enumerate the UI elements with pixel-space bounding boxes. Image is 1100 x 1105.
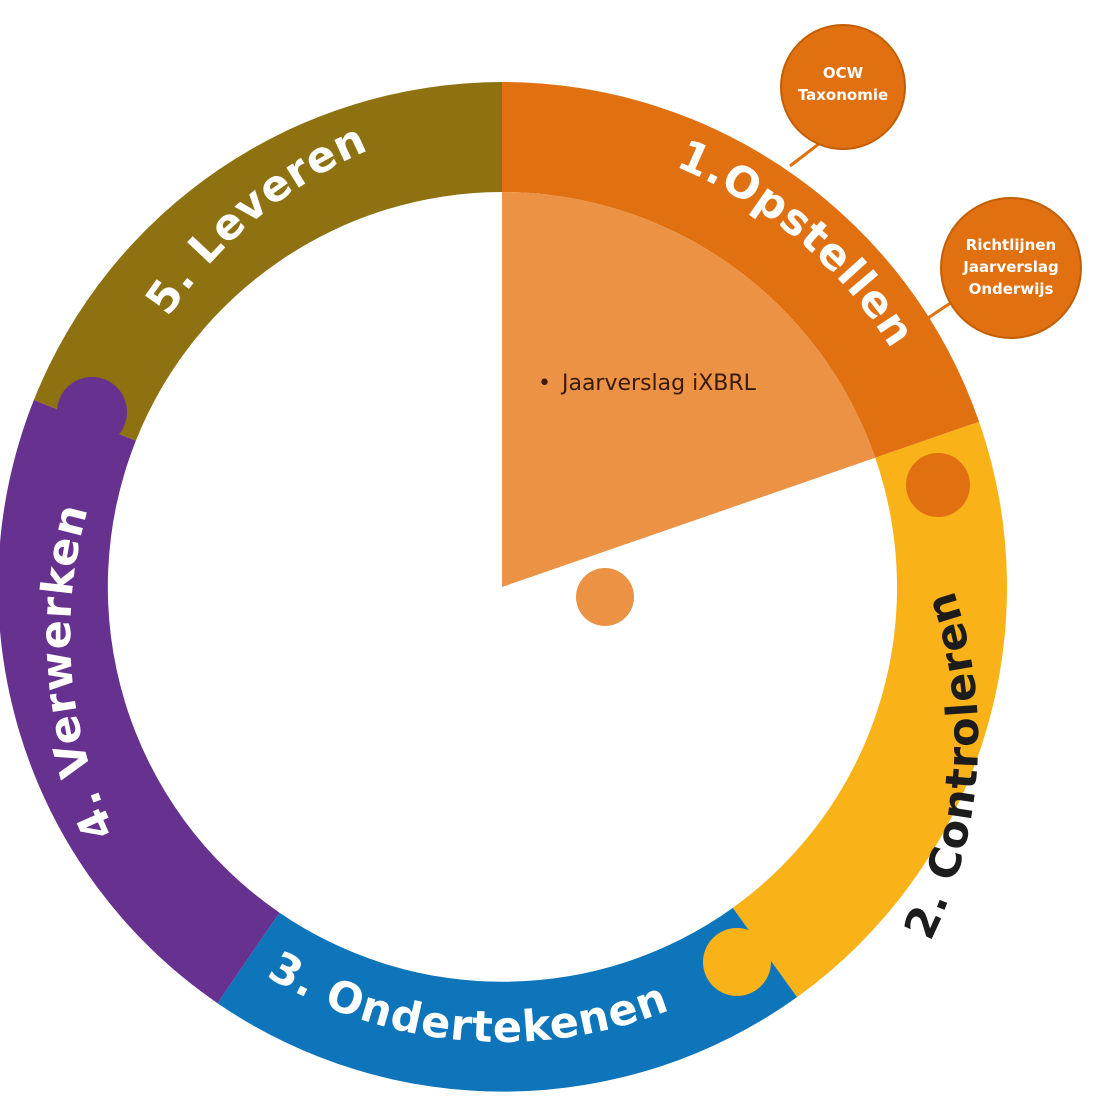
bubble-line: Jaarverslag: [962, 258, 1059, 276]
bubble-line: OCW: [823, 64, 864, 82]
segment-leveren[interactable]: [33, 82, 503, 441]
bubble-richtlijnen[interactable]: Richtlijnen Jaarverslag Onderwijs: [927, 197, 1082, 339]
svg-text:• Jaarverslag iXBRL: • Jaarverslag iXBRL: [538, 371, 757, 396]
segment-verwerken[interactable]: [0, 399, 280, 1004]
center-wedge[interactable]: [502, 192, 876, 587]
connector-line: [789, 141, 821, 168]
ring: [0, 82, 1008, 1092]
bubble-line: Taxonomie: [798, 86, 888, 104]
bubble-circle: [780, 24, 906, 150]
bullet-icon: •: [538, 371, 551, 396]
center-item-label: Jaarverslag iXBRL: [560, 371, 757, 396]
puzzle-knob-ondertekenen: [703, 928, 771, 996]
center-wedge-knob: [576, 568, 634, 626]
segment-opstellen[interactable]: [502, 82, 980, 458]
bubble-ocw-taxonomie[interactable]: OCW Taxonomie: [780, 24, 906, 168]
bubble-line: Onderwijs: [969, 280, 1054, 298]
bubble-line: Richtlijnen: [966, 236, 1056, 254]
puzzle-knob-opstellen: [505, 106, 575, 176]
segment-controleren[interactable]: [732, 421, 1008, 998]
puzzle-knob-verwerken: [176, 894, 244, 962]
puzzle-knob-controleren: [906, 453, 970, 517]
center-wedge-group: • Jaarverslag iXBRL: [502, 192, 876, 626]
bubble-circle: [940, 197, 1082, 339]
segment-ondertekenen[interactable]: [217, 907, 798, 1092]
puzzle-knob-leveren: [57, 377, 127, 447]
